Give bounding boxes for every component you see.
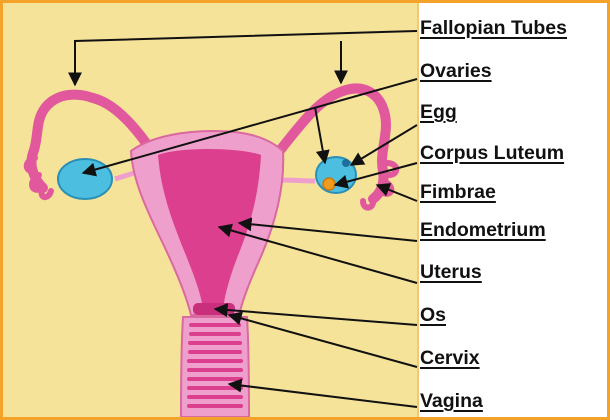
label-fimbrae: Fimbrae (420, 181, 496, 203)
right-ovary (315, 156, 357, 194)
endometrium-lining (158, 149, 261, 309)
label-os: Os (420, 304, 447, 326)
os (193, 303, 235, 315)
label-cervix: Cervix (420, 347, 480, 369)
egg (342, 159, 350, 167)
label-corpus-luteum: Corpus Luteum (420, 142, 565, 164)
right-ovary-ligament (277, 177, 316, 184)
label-ovaries: Ovaries (420, 60, 492, 82)
ovaries-pointer-right (314, 106, 330, 165)
reproductive-system-diagram (23, 30, 418, 417)
label-vagina: Vagina (420, 390, 483, 412)
label-egg: Egg (420, 101, 457, 123)
label-panel (417, 3, 607, 417)
fimbrae-pointer (375, 183, 418, 202)
cervix-pointer (227, 311, 418, 368)
vagina-pointer (227, 378, 418, 408)
corpus-luteum-pointer (333, 162, 418, 189)
left-fimbrae (23, 155, 54, 201)
fallopian-tubes-pointer (68, 30, 418, 87)
corpus-luteum (322, 177, 336, 191)
uterus-pointer (217, 223, 418, 284)
os-pointer (213, 303, 418, 326)
endometrium-pointer (237, 217, 418, 242)
label-fallopian-tubes: Fallopian Tubes (420, 17, 567, 39)
left-ovary (57, 158, 113, 200)
egg-pointer (349, 124, 418, 166)
label-uterus: Uterus (420, 261, 482, 283)
label-endometrium: Endometrium (420, 219, 546, 241)
ovaries-pointer-left (81, 78, 418, 177)
